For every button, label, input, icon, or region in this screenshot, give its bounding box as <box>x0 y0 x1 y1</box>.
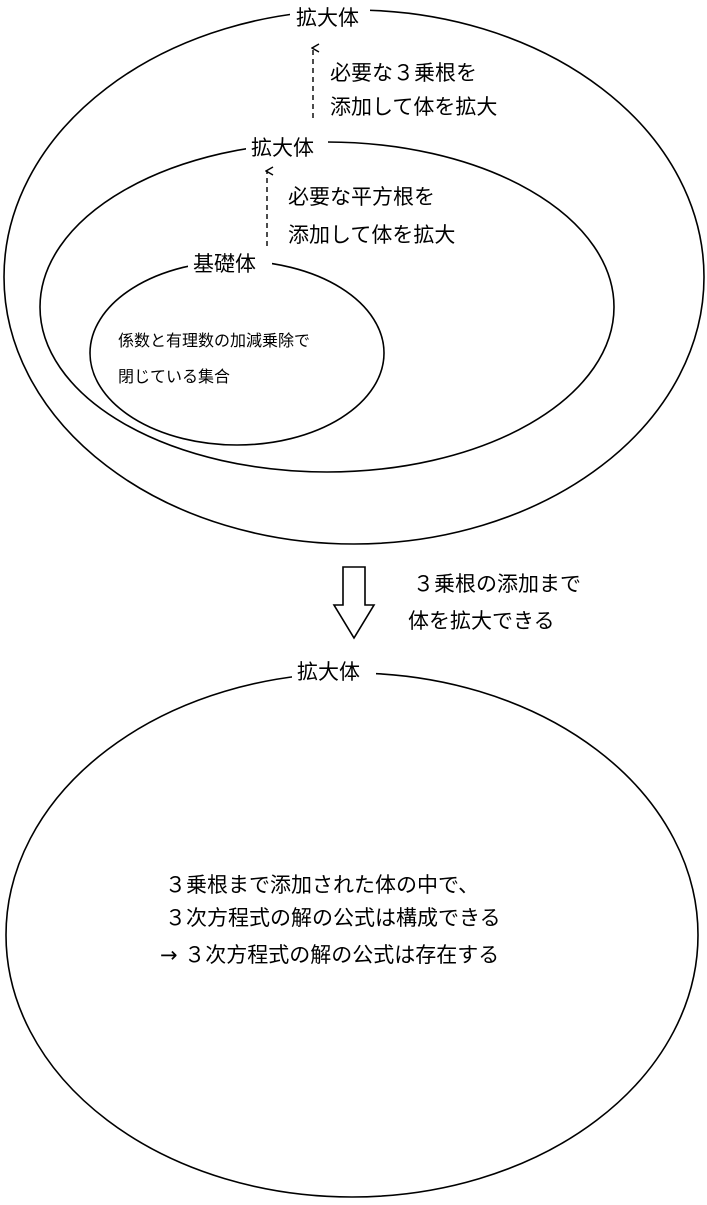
down-arrow-icon <box>332 566 376 640</box>
conclusion-line-3: → ３次方程式の解の公式は存在する <box>160 943 499 967</box>
outer-field-label: 拡大体 <box>296 6 359 30</box>
conclusion-line-1: ３乗根まで添加された体の中で、 <box>165 873 479 897</box>
square-root-note-line-1: 必要な平方根を <box>288 185 435 209</box>
outer-label-bg <box>290 4 370 30</box>
square-root-note-line-2: 添加して体を拡大 <box>288 223 455 247</box>
base-field-description-line-2: 閉じている集合 <box>118 367 230 386</box>
middle-label-bg <box>246 134 328 162</box>
base-field-label: 基礎体 <box>193 252 256 276</box>
base-field-ellipse <box>89 260 385 446</box>
cube-root-note-line-2: 添加して体を拡大 <box>330 95 497 119</box>
final-label-bg <box>292 658 376 686</box>
conclusion-line-2: ３次方程式の解の公式は構成できる <box>165 906 501 930</box>
base-label-bg <box>188 250 272 278</box>
base-field-description-line-1: 係数と有理数の加減乗除で <box>118 331 310 350</box>
final-field-label: 拡大体 <box>297 660 360 684</box>
cube-root-note-line-1: 必要な３乗根を <box>330 61 477 85</box>
transition-text-line-2: 体を拡大できる <box>408 609 555 633</box>
outer-extension-field-ellipse <box>3 9 705 545</box>
middle-field-label: 拡大体 <box>251 136 314 160</box>
final-extension-field-ellipse <box>5 672 699 1198</box>
transition-text-line-1: ３乗根の添加まで <box>413 572 581 596</box>
